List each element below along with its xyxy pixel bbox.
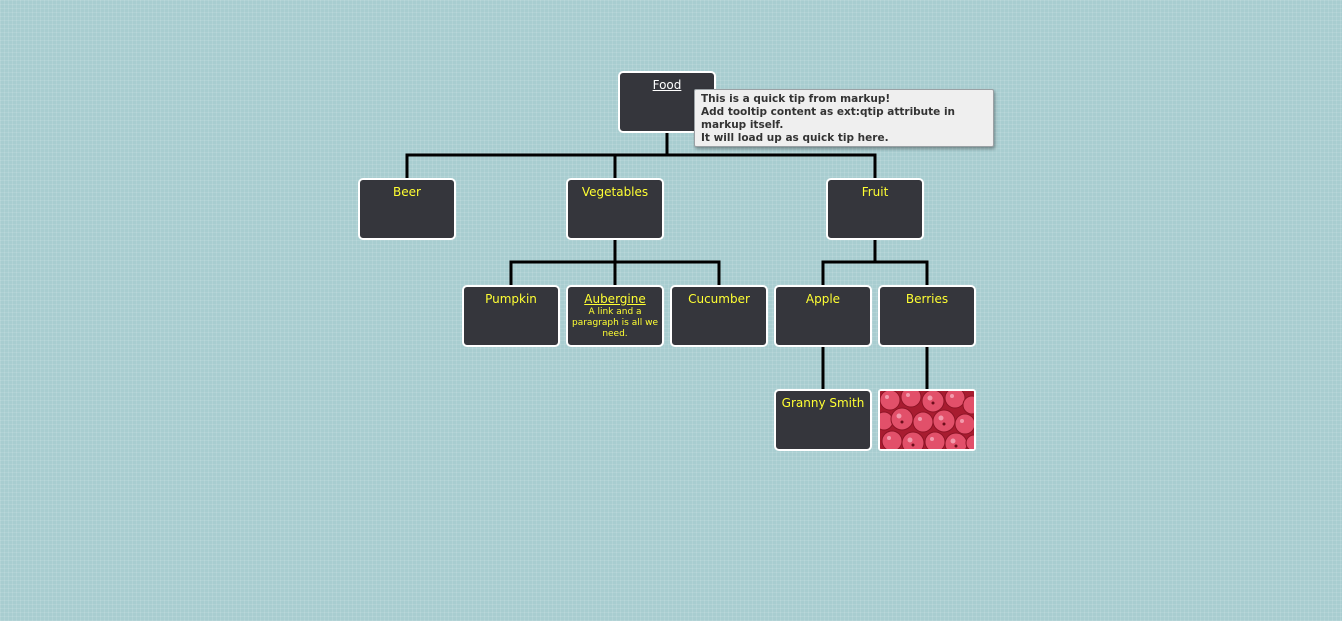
node-label: Cucumber bbox=[688, 292, 750, 306]
node-granny-smith[interactable]: Granny Smith bbox=[774, 389, 872, 451]
quick-tip-tooltip: This is a quick tip from markup! Add too… bbox=[694, 89, 994, 147]
node-fruit[interactable]: Fruit bbox=[826, 178, 924, 240]
node-label: Pumpkin bbox=[485, 292, 537, 306]
node-label: Apple bbox=[805, 292, 841, 306]
node-aubergine[interactable]: Aubergine A link and a paragraph is all … bbox=[566, 285, 664, 347]
node-pumpkin[interactable]: Pumpkin bbox=[462, 285, 560, 347]
node-cucumber[interactable]: Cucumber bbox=[670, 285, 768, 347]
raspberries-image bbox=[880, 391, 974, 449]
node-label: Fruit bbox=[861, 185, 889, 199]
tooltip-line: Add tooltip content as ext:qtip attribut… bbox=[701, 106, 956, 131]
node-label: Berries bbox=[905, 292, 949, 306]
node-apple[interactable]: Apple bbox=[774, 285, 872, 347]
node-label: Beer bbox=[393, 185, 421, 199]
aubergine-paragraph: A link and a paragraph is all we need. bbox=[572, 307, 658, 339]
node-berries[interactable]: Berries bbox=[878, 285, 976, 347]
node-beer[interactable]: Beer bbox=[358, 178, 456, 240]
node-label: Vegetables bbox=[581, 185, 649, 199]
node-raspberries-image[interactable] bbox=[878, 389, 976, 451]
food-link[interactable]: Food bbox=[652, 78, 682, 92]
aubergine-link[interactable]: Aubergine bbox=[584, 292, 646, 306]
tooltip-line: This is a quick tip from markup! bbox=[701, 93, 891, 105]
tooltip-line: It will load up as quick tip here. bbox=[701, 132, 889, 144]
node-vegetables[interactable]: Vegetables bbox=[566, 178, 664, 240]
node-label: Granny Smith bbox=[781, 396, 865, 410]
